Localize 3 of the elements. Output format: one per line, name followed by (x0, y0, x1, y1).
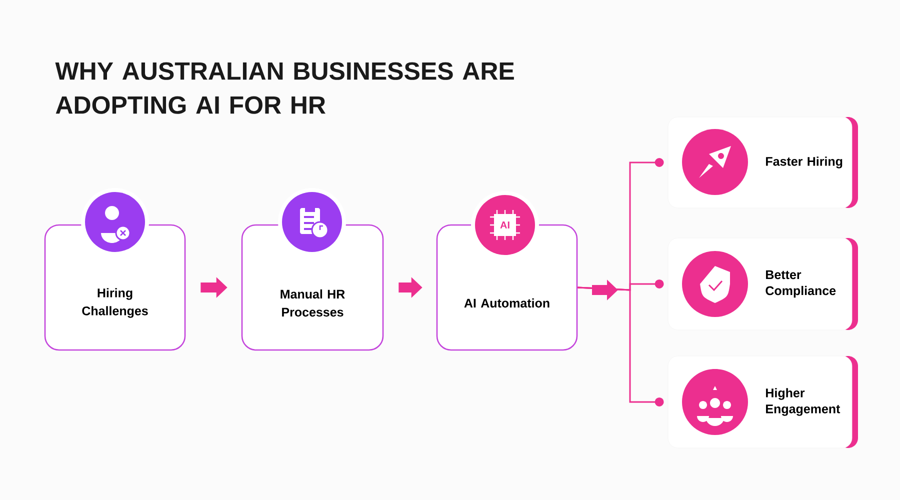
connector (578, 286, 664, 406)
title: WHY AUSTRALIAN BUSINESSES ARE ADOPTING AI FOR HR (55, 62, 514, 114)
chip-label: AI (500, 222, 510, 228)
